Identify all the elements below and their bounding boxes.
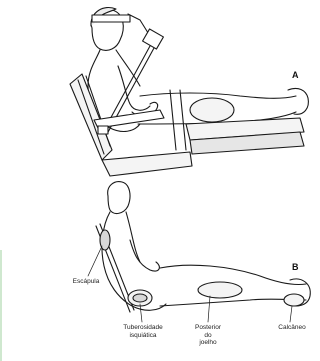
label-posterior-knee: Posterior do joelho: [186, 324, 230, 347]
knee-roll: [190, 98, 234, 122]
head-b: [108, 182, 130, 214]
label-heel: Calcâneo: [270, 324, 314, 332]
knee-pad: [198, 282, 242, 298]
panel-b-drawing: [88, 182, 310, 322]
panel-letter-b: B: [292, 262, 299, 272]
label-ischial-line-1: Tuberosidade: [116, 324, 170, 332]
heel-pad: [284, 294, 304, 306]
leader-knee: [208, 296, 210, 322]
legs-b: [160, 265, 306, 284]
arm-a: [118, 66, 150, 110]
legs-a: [140, 93, 296, 98]
panel-a-drawing: [70, 8, 308, 176]
traction-unit: [143, 29, 164, 49]
leader-ischial: [140, 304, 142, 322]
panel-letter-a: A: [292, 70, 299, 80]
seat: [102, 152, 192, 176]
label-ischial-line-2: isquiática: [116, 332, 170, 340]
label-scapula: Escápula: [62, 278, 110, 286]
label-knee-line-1: Posterior: [186, 324, 230, 332]
head-strap: [92, 15, 130, 22]
leader-scapula: [88, 246, 102, 276]
leader-heel: [290, 306, 292, 322]
label-knee-line-3: joelho: [186, 339, 230, 347]
bracket: [98, 126, 108, 134]
label-ischial-tuberosity: Tuberosidade isquiática: [116, 324, 170, 339]
label-knee-line-2: do: [186, 332, 230, 340]
feet-a: [288, 88, 308, 114]
armrest: [94, 110, 164, 128]
